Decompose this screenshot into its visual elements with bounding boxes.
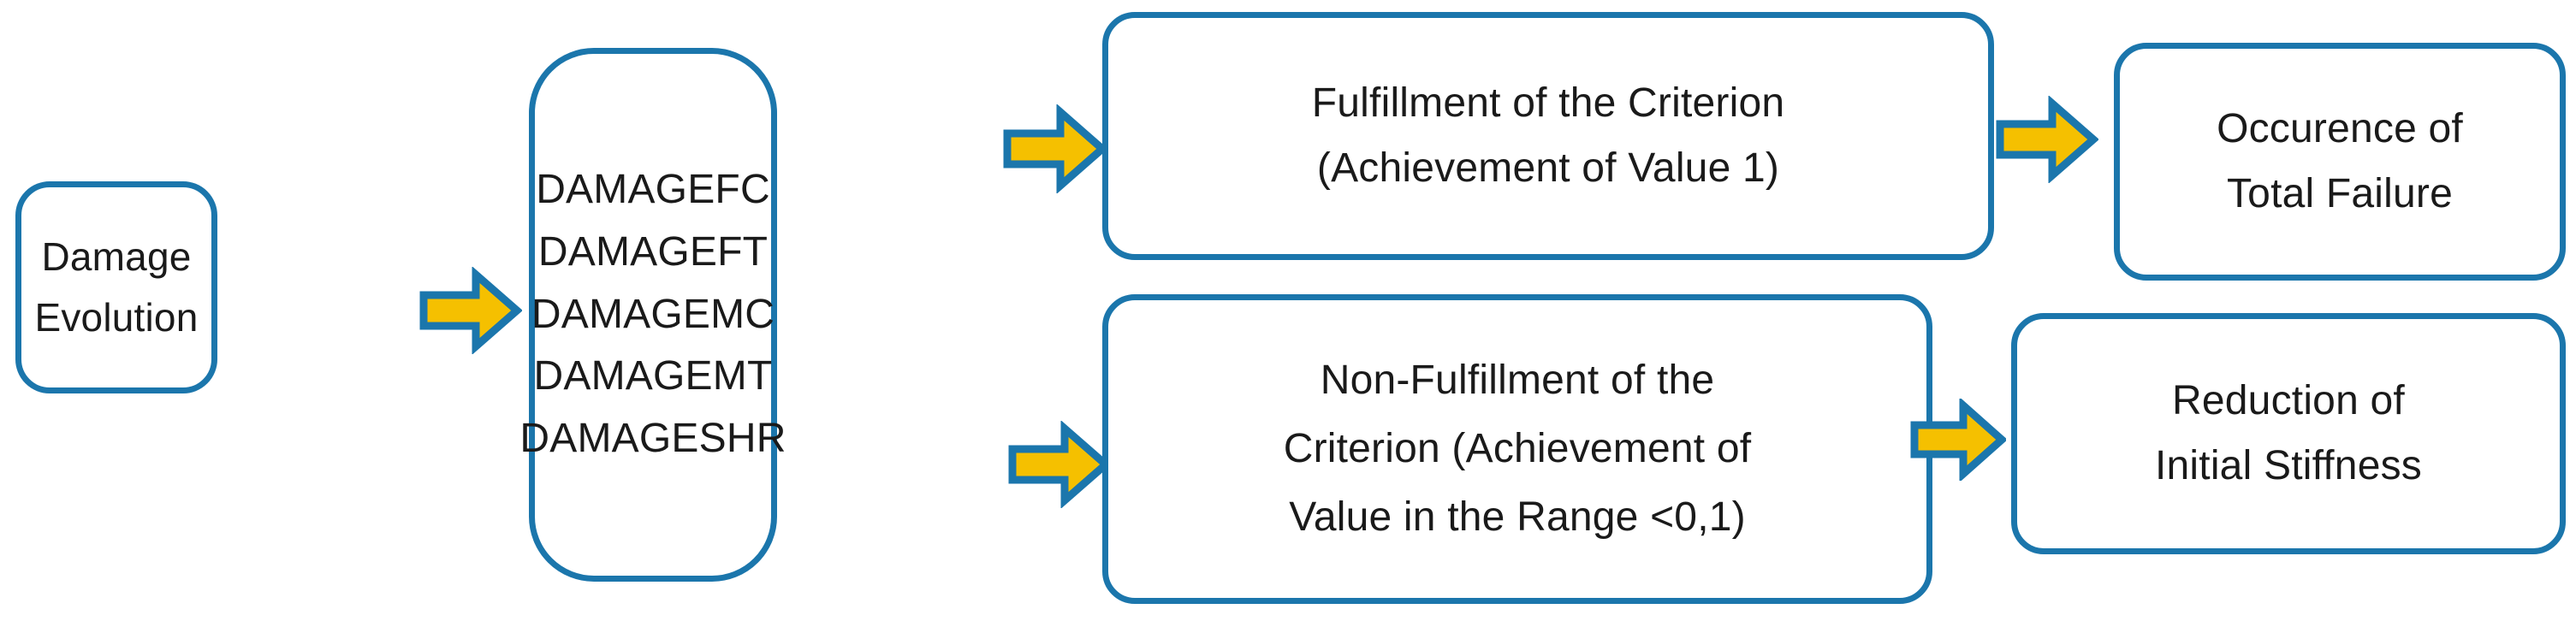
damage-variable-damagemc: DAMAGEMC [531,291,775,337]
node-reduction-of-initial-stiffness[interactable]: Reduction of Initial Stiffness [2011,313,2566,554]
right-block-arrow-icon [1003,104,1107,193]
node-damage-variables[interactable]: DAMAGEFC DAMAGEFT DAMAGEMC DAMAGEMT DAMA… [519,48,786,582]
node-damage-evolution-line-2: Evolution [34,295,199,340]
right-block-arrow-icon [1996,96,2098,183]
damage-variable-damagemt: DAMAGEMT [533,353,773,399]
damage-variable-damagefc: DAMAGEFC [536,166,770,212]
node-total-failure-line-2: Total Failure [2226,171,2454,216]
node-non-fulfillment-line-2: Criterion (Achievement of [1283,426,1752,471]
node-fulfillment-of-criterion[interactable]: Fulfillment of the Criterion (Achievemen… [1102,12,1994,260]
right-block-arrow-icon [419,267,522,354]
right-block-arrow-icon [1008,421,1111,508]
node-damage-evolution-line-1: Damage [41,234,192,279]
node-damage-evolution[interactable]: Damage Evolution [15,181,217,393]
node-non-fulfillment-line-3: Value in the Range <0,1) [1289,494,1746,540]
node-non-fulfillment-line-1: Non-Fulfillment of the [1320,358,1715,403]
damage-variable-damageft: DAMAGEFT [537,228,769,275]
node-total-failure-line-1: Occurence of [2217,106,2463,151]
node-initial-stiffness-line-1: Reduction of [2172,378,2405,423]
right-block-arrow-icon [1910,399,2006,481]
node-initial-stiffness-line-2: Initial Stiffness [2154,443,2422,488]
damage-variable-damageshr: DAMAGESHR [519,416,786,462]
node-fulfillment-line-2: (Achievement of Value 1) [1316,145,1780,191]
node-fulfillment-line-1: Fulfillment of the Criterion [1311,80,1785,126]
node-non-fulfillment-of-criterion[interactable]: Non-Fulfillment of the Criterion (Achiev… [1102,294,1932,604]
node-occurence-of-total-failure[interactable]: Occurence of Total Failure [2114,43,2566,281]
